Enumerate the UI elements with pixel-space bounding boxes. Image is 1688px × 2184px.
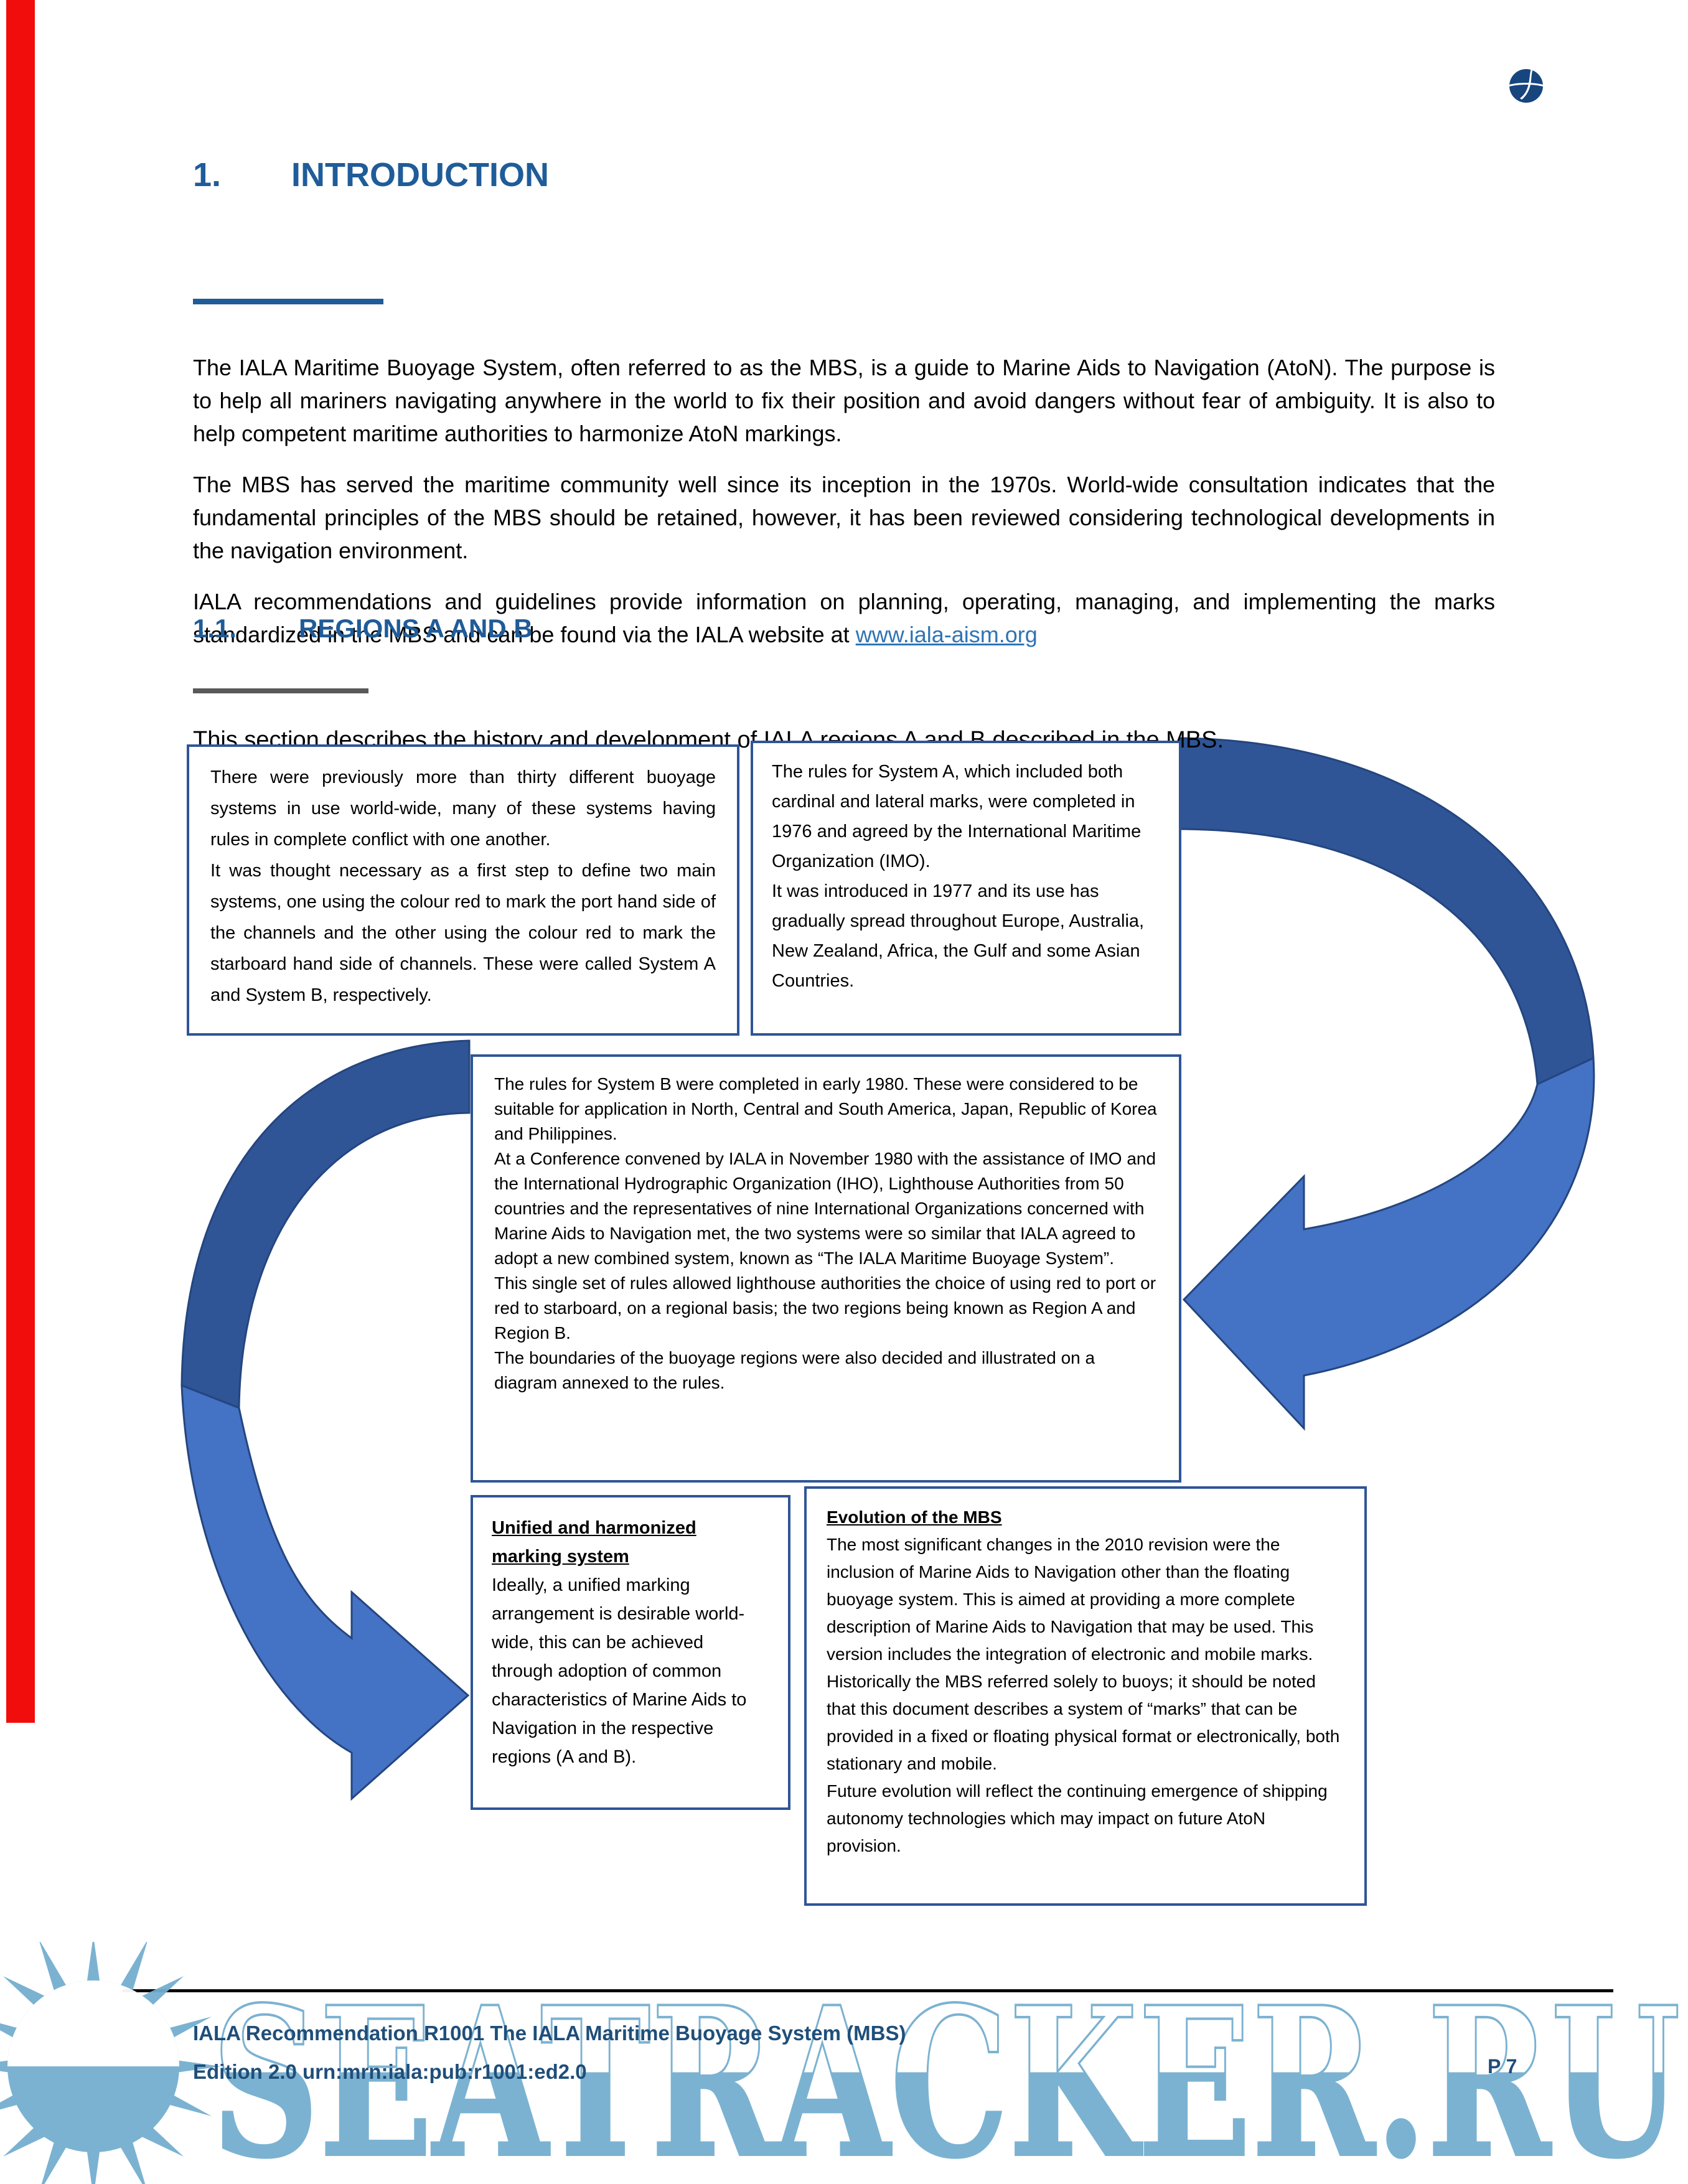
- textbox-unified-marking: Unified and harmonized marking system Id…: [471, 1495, 790, 1810]
- textbox-paragraph: At a Conference convened by IALA in Nove…: [494, 1149, 1156, 1268]
- textbox-title: Evolution of the MBS: [827, 1507, 1002, 1527]
- textbox-paragraph: It was thought necessary as a first step…: [210, 861, 716, 1005]
- iala-logo-mermaid: [1520, 68, 1533, 100]
- left-arc-arrow: [181, 1384, 470, 1801]
- footer-edition: Edition 2.0 urn:mrn:iala:pub:r1001:ed2.0: [193, 2060, 587, 2083]
- textbox-paragraph: Future evolution will reflect the contin…: [827, 1781, 1328, 1855]
- textbox-paragraph: The rules for System A, which included b…: [772, 762, 1142, 871]
- textbox-paragraph: It was introduced in 1977 and its use ha…: [772, 881, 1145, 991]
- seatracker-sun-logo: [0, 1942, 221, 2184]
- iala-logo: [1509, 66, 1543, 103]
- paragraph-3: IALA recommendations and guidelines prov…: [193, 585, 1495, 651]
- right-arc-arrow: [1182, 1056, 1595, 1431]
- iala-website-link[interactable]: www.iala-aism.org: [855, 622, 1038, 647]
- red-edge-bar: [6, 0, 35, 1723]
- textbox-paragraph: There were previously more than thirty d…: [210, 767, 716, 850]
- heading-title: INTRODUCTION: [291, 156, 549, 194]
- textbox-paragraph: The rules for System B were completed in…: [494, 1074, 1157, 1143]
- heading-underline-rule: [193, 299, 383, 304]
- watermark-text: SEATRACKER.RU: [212, 1962, 1681, 2184]
- section-number: 1.1.: [193, 614, 237, 643]
- paragraph-2: The MBS has served the maritime communit…: [193, 472, 1495, 563]
- iala-logo-globe: [1509, 69, 1543, 103]
- section-title: REGIONS A AND B: [299, 614, 533, 643]
- seatracker-watermark: SEATRACKER.RU: [0, 1942, 1682, 2184]
- iala-logo-horizon: [1509, 83, 1543, 87]
- textbox-paragraph: Historically the MBS referred solely to …: [827, 1672, 1340, 1773]
- paragraph-1: The IALA Maritime Buoyage System, often …: [193, 355, 1495, 446]
- textbox-title: Unified and harmonized marking system: [492, 1518, 696, 1567]
- heading-regions-a-and-b: 1.1. REGIONS A AND B: [193, 614, 533, 644]
- right-arc-upper-band: [1179, 737, 1595, 1086]
- heading-number: 1.: [193, 156, 222, 194]
- left-arc-upper-band: [181, 1039, 471, 1410]
- footer-title: IALA Recommendation R1001 The IALA Marit…: [193, 2022, 906, 2045]
- iala-logo-trident: [1529, 66, 1536, 69]
- textbox-previous-systems: There were previously more than thirty d…: [187, 744, 739, 1036]
- textbox-paragraph: This single set of rules allowed lightho…: [494, 1273, 1156, 1343]
- footer-page-number: P 7: [1488, 2055, 1517, 2078]
- paragraph-3-text: IALA recommendations and guidelines prov…: [193, 589, 1495, 647]
- textbox-system-a: The rules for System A, which included b…: [751, 741, 1181, 1036]
- textbox-paragraph: Ideally, a unified marking arrangement i…: [492, 1575, 747, 1767]
- heading-introduction: 1. INTRODUCTION: [193, 156, 549, 194]
- textbox-evolution-mbs: Evolution of the MBS The most significan…: [804, 1486, 1367, 1906]
- textbox-paragraph: The most significant changes in the 2010…: [827, 1535, 1314, 1664]
- section-rule: [193, 688, 368, 693]
- footer-divider-line: [123, 1989, 1613, 1992]
- textbox-system-b: The rules for System B were completed in…: [471, 1054, 1181, 1483]
- textbox-paragraph: The boundaries of the buoyage regions we…: [494, 1348, 1095, 1392]
